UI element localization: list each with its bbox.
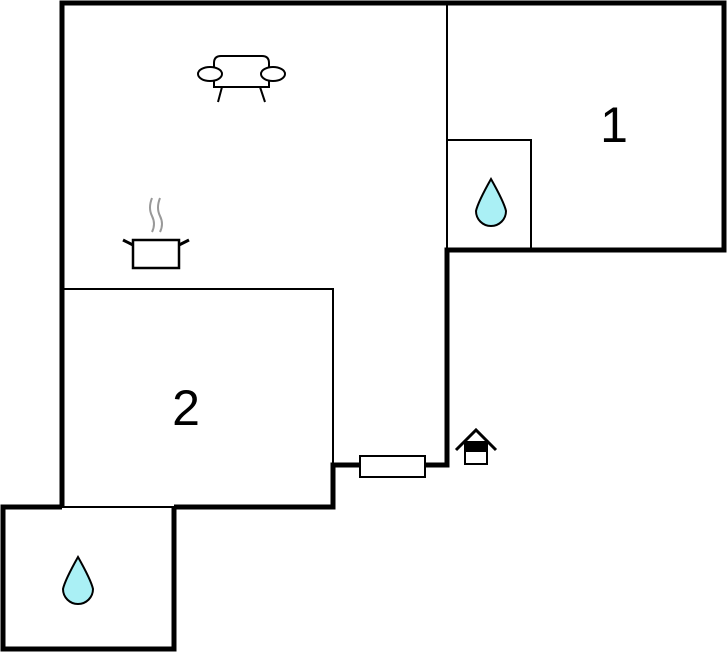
exterior-wall-bedroom2 <box>174 462 360 510</box>
room-label-2: 2 <box>172 380 200 436</box>
cooking-pot-icon <box>122 197 190 270</box>
wall-bathroom1 <box>447 139 532 250</box>
exterior-wall-main <box>59 0 727 507</box>
house-entrance-icon <box>454 427 498 465</box>
water-drop-icon <box>61 554 95 605</box>
door-icon <box>359 455 426 478</box>
wall-bedroom2 <box>62 288 334 465</box>
exterior-wall-bathroom2 <box>0 504 177 652</box>
water-drop-icon <box>474 176 508 227</box>
interior-walls <box>62 3 532 508</box>
room-label-1: 1 <box>600 97 628 153</box>
sofa-icon <box>197 55 286 103</box>
